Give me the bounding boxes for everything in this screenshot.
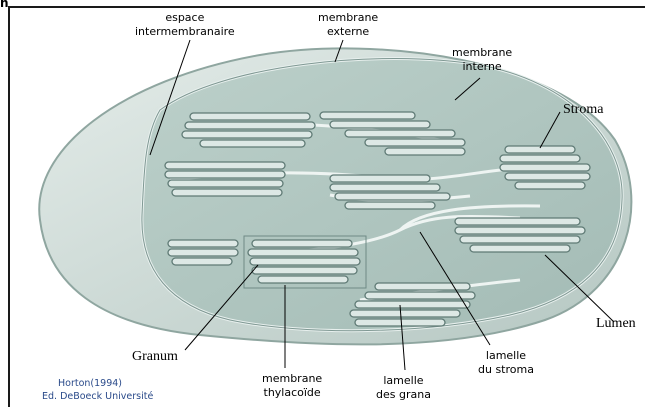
label-lamelle-du-stroma: lamelle du stroma xyxy=(478,349,534,377)
credit-publisher: Ed. DeBoeck Université xyxy=(42,390,153,403)
label-lumen: Lumen xyxy=(596,317,636,331)
label-membrane-thylacoide: membrane thylacoïde xyxy=(262,372,322,400)
credit-author: Horton(1994) xyxy=(58,377,122,390)
label-espace-intermembranaire: espace intermembranaire xyxy=(135,11,235,39)
label-stroma: Stroma xyxy=(563,103,603,117)
label-membrane-interne: membrane interne xyxy=(452,46,512,74)
label-membrane-externe: membrane externe xyxy=(318,11,378,39)
label-granum: Granum xyxy=(132,350,178,364)
label-lamelle-des-grana: lamelle des grana xyxy=(376,374,431,402)
